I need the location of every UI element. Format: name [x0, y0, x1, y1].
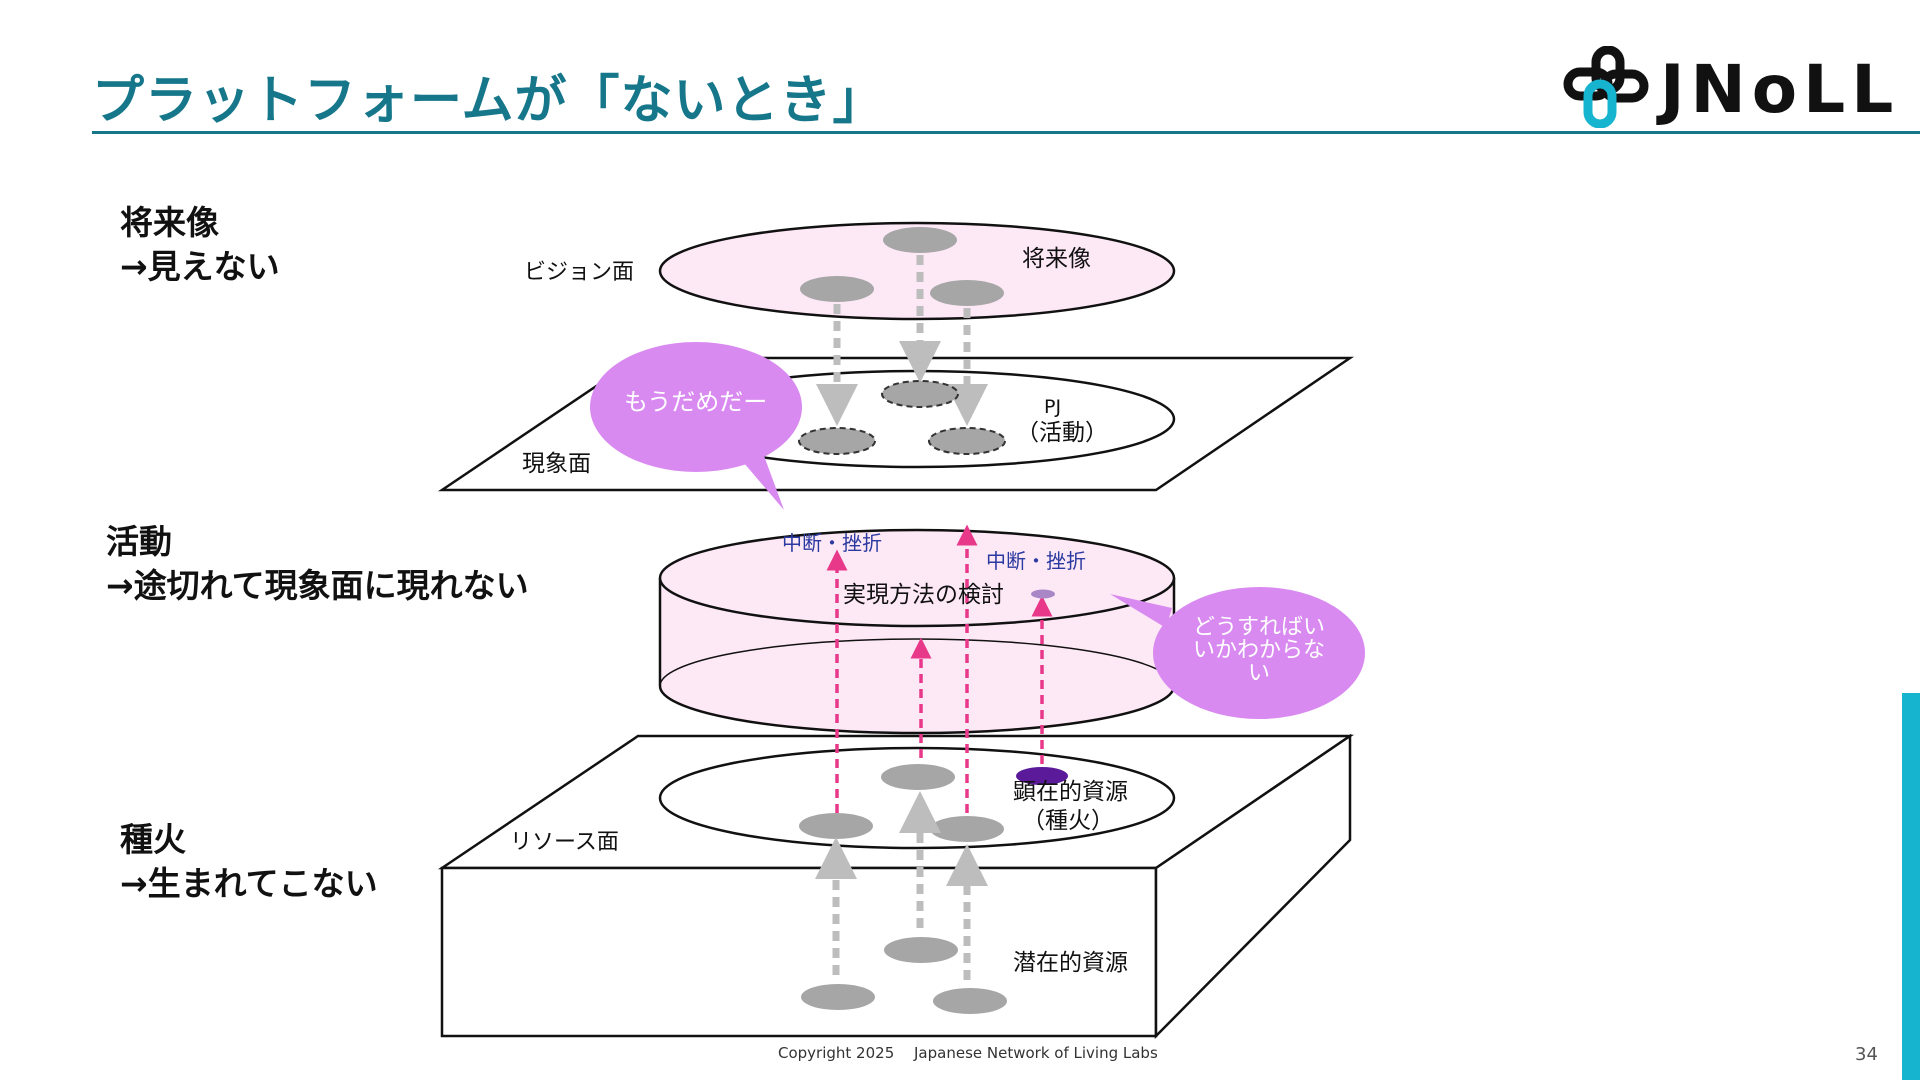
- lost-bubble-line1: どうすればい: [1193, 615, 1325, 640]
- give-up-bubble-text: もうだめだー: [624, 388, 767, 416]
- spark-side-label-line2: →生まれてこない: [120, 864, 378, 903]
- copyright-footer: Copyright 2025 Japanese Network of Livin…: [778, 1044, 1158, 1062]
- activity-side-label-line2: →途切れて現象面に現れない: [106, 566, 529, 605]
- vision-ellipse: [658, 221, 1176, 321]
- seed-resource-node: [1016, 767, 1068, 785]
- phenomenon-nodes: [798, 380, 1006, 455]
- interrupt-label-2: 中断・挫折: [986, 549, 1086, 573]
- lost-speech-bubble: [1110, 587, 1365, 719]
- latent-up-arrows: [815, 791, 988, 980]
- vision-plane-label: ビジョン面: [524, 260, 634, 285]
- resource-plane-label: リソース面: [510, 830, 619, 855]
- future-image-label: 将来像: [1022, 246, 1091, 272]
- activity-side-label: 活動 →途切れて現象面に現れない: [106, 520, 529, 608]
- give-up-speech-bubble: [590, 342, 802, 510]
- future-side-label-line1: 将来像: [120, 203, 219, 242]
- spark-side-label-line1: 種火: [120, 820, 186, 859]
- vision-nodes: [800, 227, 1004, 306]
- logo-wordmark: JNoLL: [1656, 51, 1899, 128]
- activity-up-arrows: [826, 524, 1053, 813]
- title-underline: [92, 131, 1920, 134]
- phenomenon-plane-label: 現象面: [522, 451, 591, 477]
- accent-bar: [1902, 693, 1920, 1080]
- lost-bubble-line3: い: [1248, 661, 1270, 686]
- method-review-label: 実現方法の検討: [843, 582, 1004, 608]
- chain-link-logo-icon: [1563, 46, 1649, 128]
- resource-nodes: [799, 764, 1007, 1014]
- jnoll-logo: JNoLL: [1563, 46, 1899, 128]
- future-side-label-line2: →見えない: [120, 247, 280, 286]
- pj-activity-label: （活動）: [1016, 420, 1108, 446]
- vision-down-arrows: [816, 255, 988, 426]
- interrupt-label-1: 中断・挫折: [782, 531, 882, 555]
- pj-label: PJ: [1044, 396, 1061, 418]
- visible-resource-label: 顕在的資源: [1013, 779, 1128, 805]
- seed-label: （種火）: [1022, 808, 1114, 834]
- slide-title: プラットフォームが「ないとき」: [92, 71, 886, 131]
- activity-cylinder: [658, 528, 1176, 735]
- activity-side-label-line1: 活動: [106, 522, 172, 561]
- future-side-label: 将来像 →見えない: [120, 201, 280, 289]
- small-method-node: [1031, 589, 1055, 599]
- page-number: 34: [1855, 1044, 1878, 1065]
- latent-resource-label: 潜在的資源: [1013, 950, 1128, 976]
- spark-side-label: 種火 →生まれてこない: [120, 818, 378, 906]
- lost-bubble-line2: いかわからな: [1193, 638, 1325, 663]
